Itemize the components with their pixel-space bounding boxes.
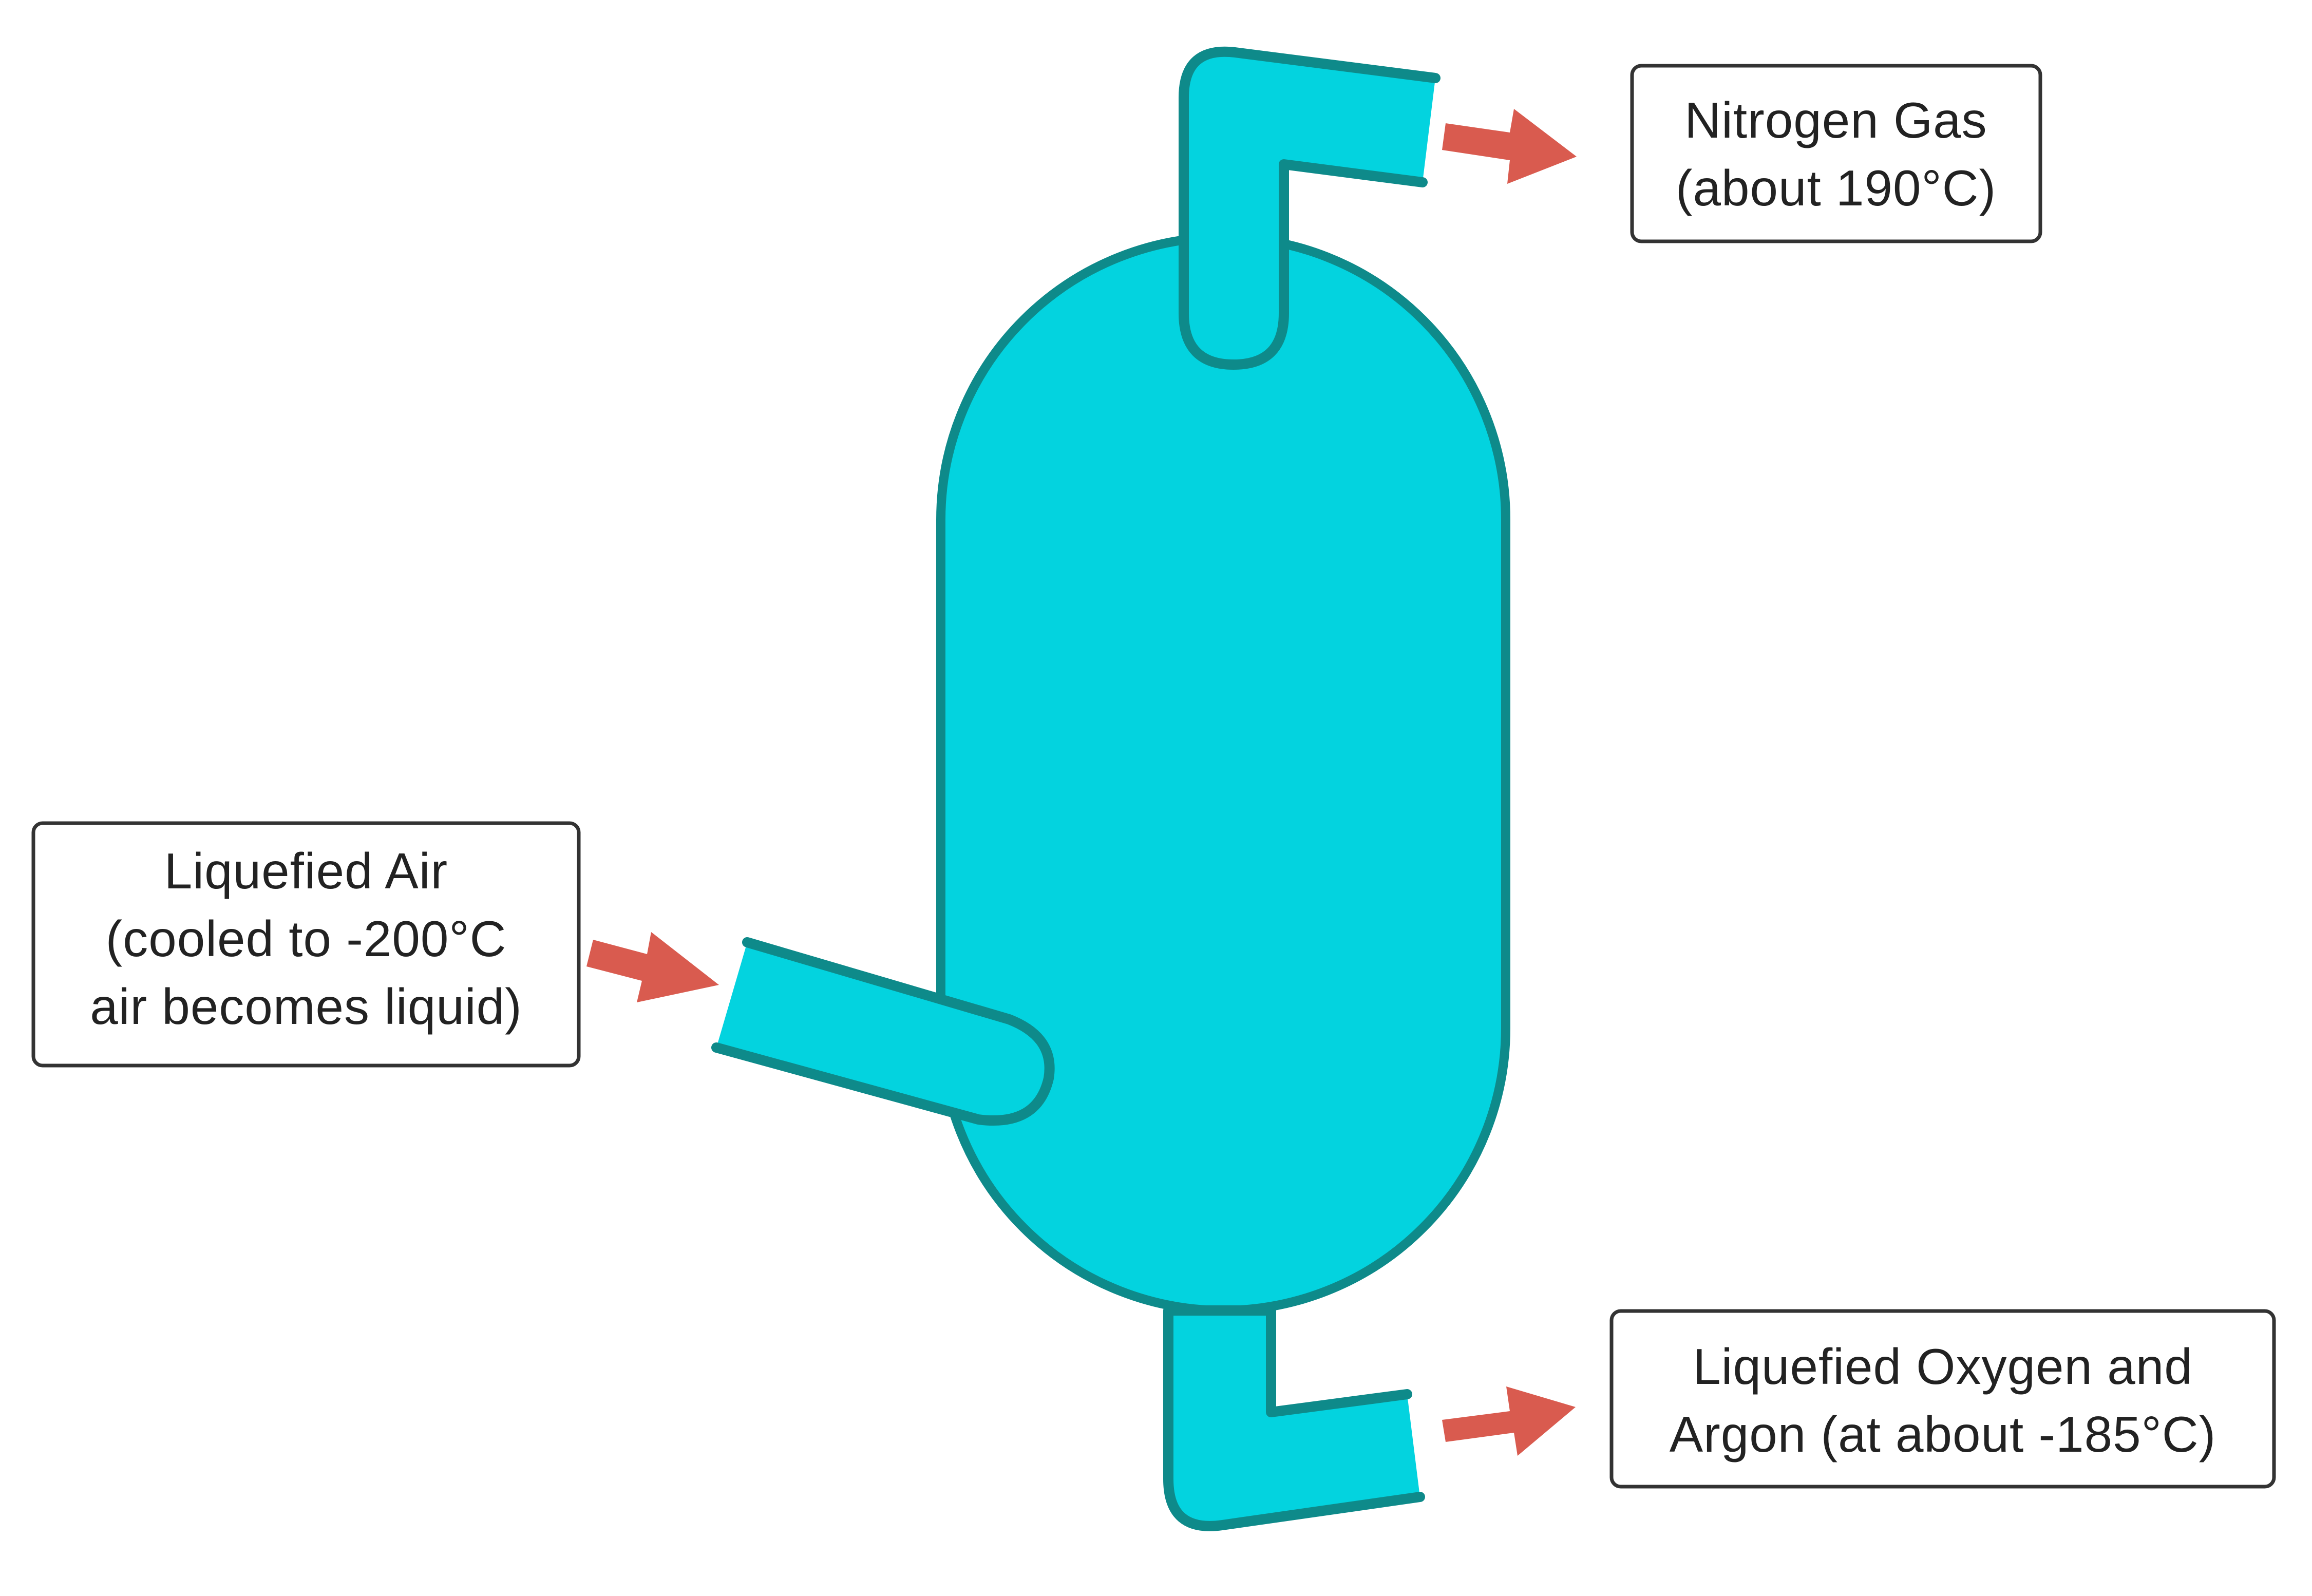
bottom-pipe-fill (1168, 1309, 1420, 1526)
nitrogen-label-line1: Nitrogen Gas (1684, 92, 1987, 148)
top-pipe-fill (1184, 51, 1435, 365)
nitrogen-label: Nitrogen Gas (about 190°C) (1630, 64, 2042, 243)
top-pipe-outline (1179, 46, 1441, 370)
inlet-pipe-fill (716, 942, 1050, 1121)
oxygen-label-line1: Liquefied Oxygen and (1693, 1338, 2193, 1395)
nitrogen-label-box (1630, 64, 2042, 243)
inlet-pipe (711, 937, 1055, 1126)
arrow-out-bottom (1442, 1386, 1576, 1456)
air-label: Liquefied Air (cooled to -200°C air beco… (31, 821, 581, 1068)
air-label-line3: air becomes liquid) (90, 978, 522, 1035)
bottom-outlet-pipe (1163, 1305, 1425, 1531)
oxygen-label: Liquefied Oxygen and Argon (at about -18… (1609, 1309, 2276, 1489)
oxygen-label-box (1609, 1309, 2276, 1489)
inlet-pipe-outline-top (711, 937, 1055, 1126)
bottom-pipe-outline (1163, 1305, 1425, 1531)
oxygen-label-line2: Argon (at about -185°C) (1670, 1406, 2216, 1462)
flow-arrows (586, 109, 1577, 1456)
bottom-pipe-outline-inner (1266, 1305, 1412, 1417)
top-outlet-pipe (1179, 46, 1441, 370)
distillation-column (936, 233, 1510, 1315)
arrow-into-inlet (586, 932, 719, 1002)
air-label-line1: Liquefied Air (164, 843, 448, 899)
air-label-box (31, 821, 581, 1068)
arrow-out-top (1442, 109, 1577, 184)
column-body (936, 233, 1510, 1315)
air-label-line2: (cooled to -200°C (106, 910, 507, 967)
nitrogen-label-line2: (about 190°C) (1676, 160, 1996, 216)
